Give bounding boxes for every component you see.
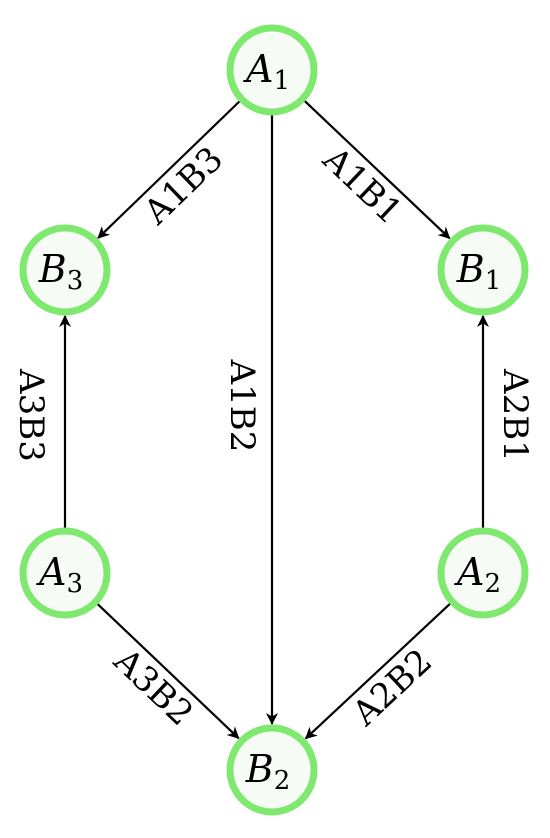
node-subscript: 2 <box>484 569 501 599</box>
edge-label: A2B1 <box>495 368 535 462</box>
node-a2: A2 <box>437 527 529 619</box>
edge-label: A1B2 <box>222 359 262 453</box>
node-label: A3 <box>36 550 83 599</box>
edge-label: A3B3 <box>11 368 51 462</box>
node-circle <box>19 224 111 316</box>
edge-a1-b3 <box>97 100 241 239</box>
edge-a1-b1 <box>303 100 451 240</box>
node-subscript: 3 <box>67 266 84 296</box>
node-subscript: 1 <box>273 66 290 96</box>
node-letter: A <box>36 550 66 594</box>
node-circle <box>19 527 111 619</box>
node-letter: B <box>38 247 67 291</box>
edge-label: A1B3 <box>136 139 231 233</box>
node-label: B3 <box>38 247 83 296</box>
node-letter: B <box>456 247 485 291</box>
edge-a3-b2 <box>96 603 240 740</box>
node-label: B1 <box>456 247 501 296</box>
node-b3: B3 <box>19 224 111 316</box>
node-label: A2 <box>454 550 501 599</box>
node-subscript: 1 <box>485 266 502 296</box>
node-a1: A1 <box>226 24 318 116</box>
node-circle <box>437 224 529 316</box>
node-label: B2 <box>245 747 290 796</box>
node-circle <box>226 724 318 816</box>
node-subscript: 2 <box>274 766 291 796</box>
node-b2: B2 <box>226 724 318 816</box>
node-a3: A3 <box>19 527 111 619</box>
edges-layer <box>59 100 489 740</box>
node-letter: B <box>245 747 274 791</box>
node-letter: A <box>243 47 273 91</box>
edge-a2-b2 <box>304 602 451 740</box>
node-letter: A <box>454 550 484 594</box>
node-label: A1 <box>243 47 290 96</box>
node-circle <box>437 527 529 619</box>
node-circle <box>226 24 318 116</box>
node-subscript: 3 <box>66 569 83 599</box>
node-b1: B1 <box>437 224 529 316</box>
